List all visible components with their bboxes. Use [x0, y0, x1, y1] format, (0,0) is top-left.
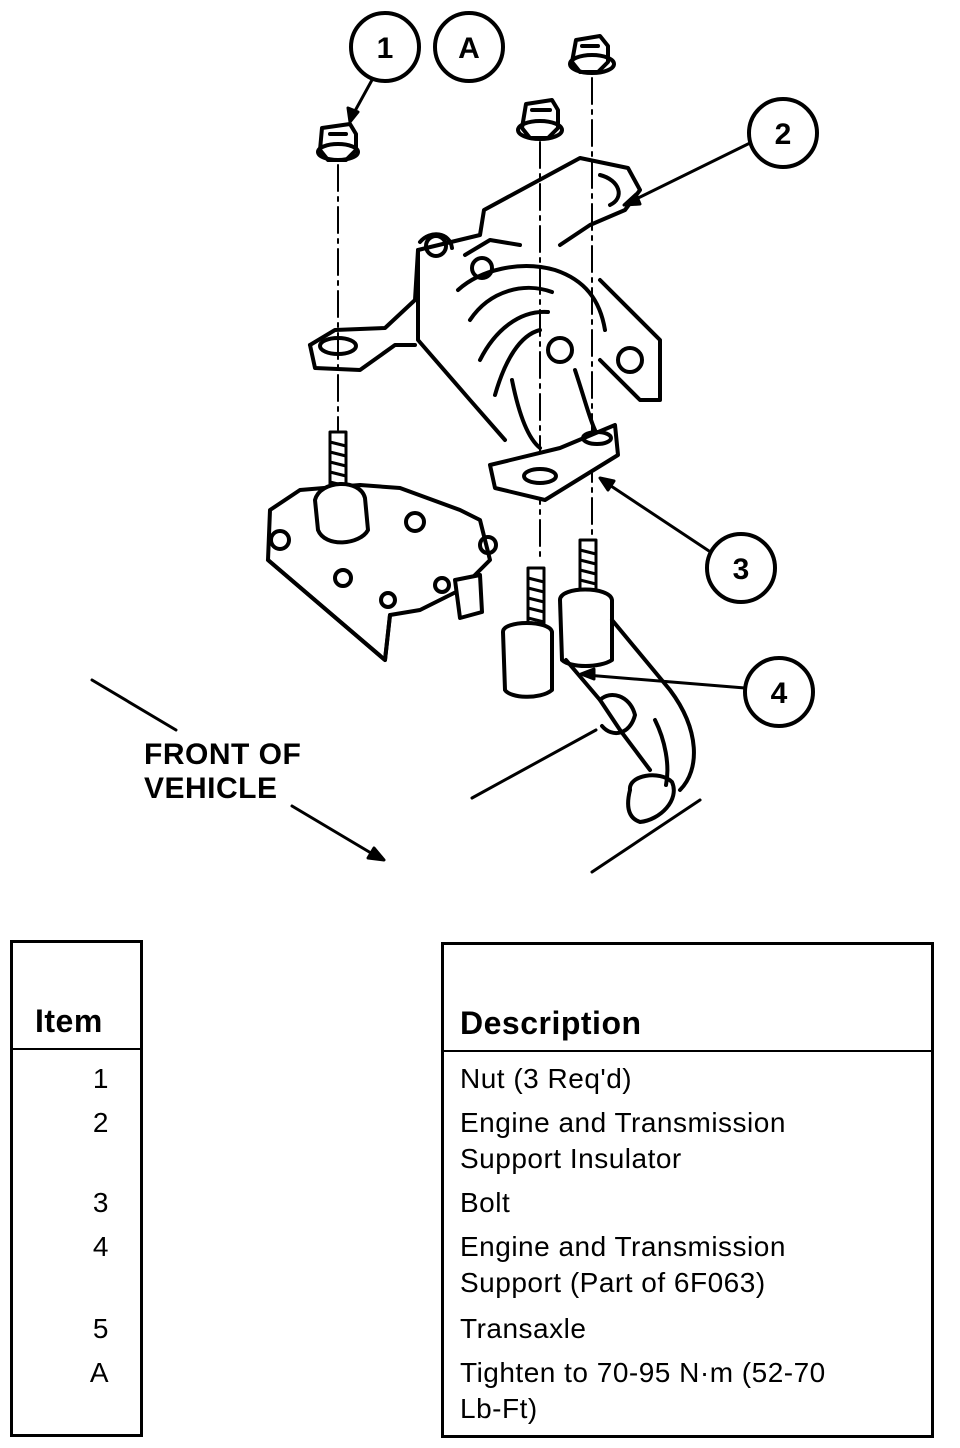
description-cell: Engine and Transmission [460, 1231, 786, 1262]
item-cell: 2 [92, 1107, 109, 1138]
transmission-support [501, 587, 696, 824]
description-cell: Support (Part of 6F063) [460, 1267, 766, 1298]
nut-middle [516, 98, 564, 141]
item-cell: 5 [92, 1313, 109, 1344]
callout-4-label: 4 [771, 677, 788, 710]
description-cell: Nut (3 Req'd) [460, 1063, 633, 1094]
exploded-view-diagram: 1 A 2 3 4 [90, 11, 819, 874]
description-header: Description [460, 1005, 642, 1041]
item-cell: 3 [92, 1187, 109, 1218]
reference-lines [470, 728, 702, 874]
nut-left [316, 122, 360, 162]
callout-1: 1 [349, 11, 421, 83]
item-cell: 4 [92, 1231, 109, 1262]
support-insulator [308, 156, 662, 450]
callout-2: 2 [747, 97, 819, 169]
item-header: Item [35, 1003, 103, 1039]
item-cell: 1 [92, 1063, 109, 1094]
callout-2-label: 2 [775, 118, 792, 151]
item-column: Item 1 2 3 4 5 A [10, 940, 143, 1437]
bolt-middle [526, 566, 546, 632]
nut-right [568, 34, 616, 75]
callout-a: A [433, 11, 505, 83]
callout-a-label: A [458, 32, 480, 65]
front-of-vehicle-line-1: FRONT OF [144, 738, 301, 771]
description-cell: Engine and Transmission [460, 1107, 786, 1138]
description-column: Description Nut (3 Req'd) Engine and Tra… [441, 942, 934, 1438]
description-cell: Lb-Ft) [460, 1393, 538, 1424]
callout-1-label: 1 [377, 32, 394, 65]
engine-mount-block [266, 482, 498, 662]
callout-3: 3 [705, 532, 777, 604]
leader-lines [346, 78, 752, 690]
description-cell: Bolt [460, 1187, 511, 1218]
mount-base-plate [488, 423, 620, 502]
front-of-vehicle-indicator [90, 678, 386, 862]
callout-3-label: 3 [733, 553, 750, 586]
item-cell: A [89, 1357, 109, 1388]
description-cell: Support Insulator [460, 1143, 682, 1174]
description-cell: Transaxle [460, 1313, 587, 1344]
front-of-vehicle-line-2: VEHICLE [144, 772, 278, 805]
description-cell: Tighten to 70-95 N·m (52-70 [460, 1357, 826, 1388]
callout-4: 4 [743, 656, 815, 728]
